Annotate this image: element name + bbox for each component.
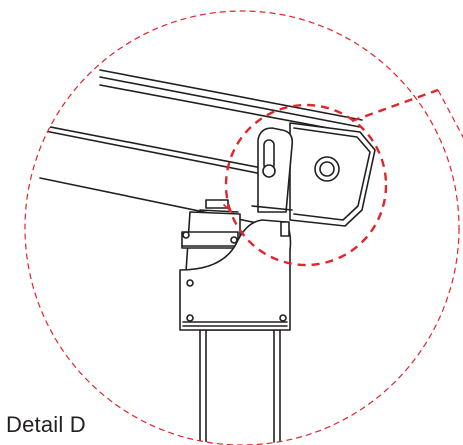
detail-caption: Detail D [6,412,86,437]
detail-boundary-circle [24,10,460,445]
rail-end-cap [289,122,376,227]
side-latch [280,221,290,237]
clipped-detail-view [25,50,377,445]
callout-leader [351,88,439,123]
hinge-bracket [251,127,294,213]
support-post [199,329,281,445]
hinge-pivot [262,164,276,178]
callout-circle [224,103,388,267]
callout-leader-extension [437,89,463,139]
plate-screw [182,231,190,239]
housing-screw [186,279,194,287]
end-cap-bolt-inner [319,161,335,177]
housing-screw [279,314,287,322]
plate-screw [230,236,238,244]
end-cap-bolt-outer [314,156,340,182]
housing-screw [186,314,194,322]
post-housing [179,219,292,331]
